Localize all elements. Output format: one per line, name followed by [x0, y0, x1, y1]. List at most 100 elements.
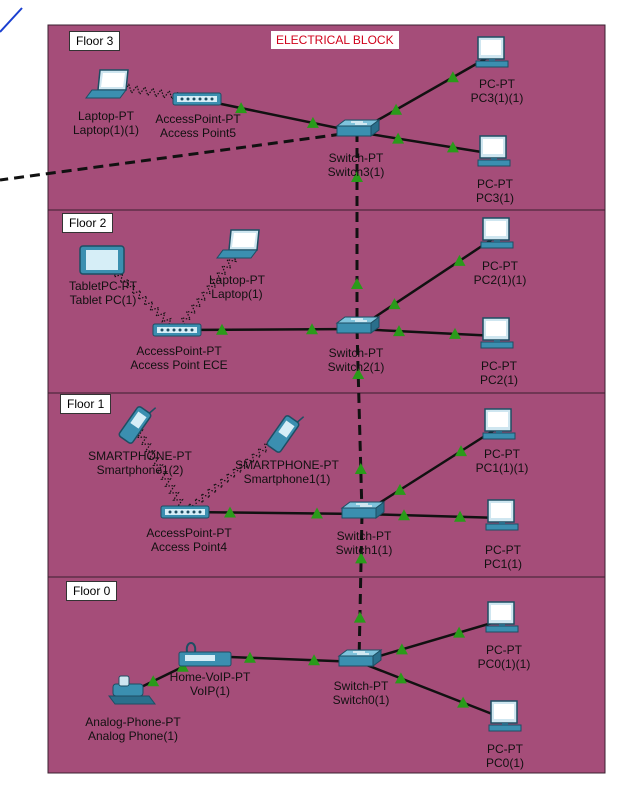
link-light-icon — [390, 103, 403, 115]
link-light-icon — [455, 445, 468, 457]
ethernet-link — [358, 660, 506, 721]
device-name: Smartphone1(1) — [243, 472, 331, 486]
device-model: PC-PT — [482, 259, 518, 273]
floor-label: Floor 2 — [62, 213, 114, 233]
link-light-icon — [398, 509, 410, 521]
switch-icon[interactable] — [340, 501, 386, 519]
pc-icon[interactable] — [477, 135, 511, 167]
ap-icon[interactable] — [172, 92, 222, 106]
switch-icon[interactable] — [335, 316, 381, 334]
link-light-icon — [351, 171, 363, 182]
ap-icon[interactable] — [152, 323, 202, 337]
link-light-icon — [453, 254, 466, 266]
device-name: PC3(1) — [475, 191, 515, 205]
phone-icon[interactable] — [118, 399, 157, 444]
pc-icon[interactable] — [480, 317, 514, 349]
block-title: ELECTRICAL BLOCK — [271, 31, 399, 49]
offpage-link-line — [0, 7, 23, 33]
device-name: PC3(1)(1) — [470, 91, 524, 105]
tablet-icon[interactable] — [79, 245, 125, 275]
switch-icon[interactable] — [335, 119, 381, 137]
floor-label: Floor 3 — [69, 31, 121, 51]
device-name: Access Point ECE — [130, 358, 228, 372]
link-light-icon — [393, 483, 406, 495]
device-model: Switch-PT — [336, 529, 392, 543]
pc-icon[interactable] — [488, 700, 522, 732]
floor-zone-f3 — [47, 24, 606, 211]
link-light-icon — [446, 71, 459, 83]
link-light-icon — [449, 327, 461, 339]
analog-icon[interactable] — [108, 675, 156, 705]
device-name: Laptop(1) — [211, 287, 263, 301]
device-model: SMARTPHONE-PT — [235, 458, 339, 472]
link-light-icon — [446, 141, 459, 153]
device-name: VoIP(1) — [189, 684, 231, 698]
ethernet-link — [361, 425, 500, 516]
phone-icon[interactable] — [266, 408, 305, 453]
pc-icon[interactable] — [475, 36, 509, 68]
link-light-icon — [392, 132, 405, 144]
link-light-icon — [353, 611, 366, 623]
link-light-icon — [306, 323, 319, 335]
ethernet-link — [361, 512, 503, 520]
device-model: PC-PT — [476, 177, 513, 191]
ethernet-link — [196, 97, 358, 134]
link-light-icon — [235, 102, 248, 114]
laptop-icon[interactable] — [85, 69, 129, 99]
link-light-icon — [223, 506, 236, 518]
floor-zone-f2 — [47, 209, 606, 394]
ethernet-link — [184, 510, 363, 516]
trunk-link — [0, 130, 358, 182]
device-name: Switch0(1) — [332, 693, 390, 707]
device-name: Access Point4 — [150, 540, 228, 554]
voip-icon[interactable] — [178, 642, 232, 667]
link-light-icon — [308, 654, 321, 666]
device-name: Switch3(1) — [327, 165, 385, 179]
device-name: Switch2(1) — [327, 360, 385, 374]
link-light-icon — [453, 626, 466, 638]
device-name: PC2(1) — [479, 373, 519, 387]
device-name: PC1(1) — [483, 557, 523, 571]
ethernet-link — [356, 327, 498, 338]
floor-label: Floor 1 — [60, 394, 112, 414]
device-name: PC0(1)(1) — [477, 657, 531, 671]
link-light-icon — [354, 463, 367, 475]
pc-icon[interactable] — [482, 408, 516, 440]
device-name: Tablet PC(1) — [69, 293, 137, 307]
link-light-icon — [243, 651, 256, 663]
pc-icon[interactable] — [485, 601, 519, 633]
floor-label: Floor 0 — [66, 581, 118, 601]
device-name: Analog Phone(1) — [87, 729, 179, 743]
switch-icon[interactable] — [337, 649, 383, 667]
ap-icon[interactable] — [160, 505, 210, 519]
device-name: Access Point5 — [159, 126, 237, 140]
device-model: PC-PT — [480, 359, 517, 373]
device-model: PC-PT — [484, 447, 520, 461]
device-model: Laptop-PT — [208, 273, 266, 287]
pc-icon[interactable] — [480, 217, 514, 249]
device-model: SMARTPHONE-PT — [88, 449, 192, 463]
laptop-icon[interactable] — [216, 229, 260, 259]
pc-icon[interactable] — [485, 499, 519, 531]
wireless-link — [132, 422, 188, 515]
link-light-icon — [352, 367, 365, 379]
link-light-icon — [393, 325, 405, 337]
ethernet-link — [358, 618, 503, 664]
device-model: Switch-PT — [328, 346, 384, 360]
